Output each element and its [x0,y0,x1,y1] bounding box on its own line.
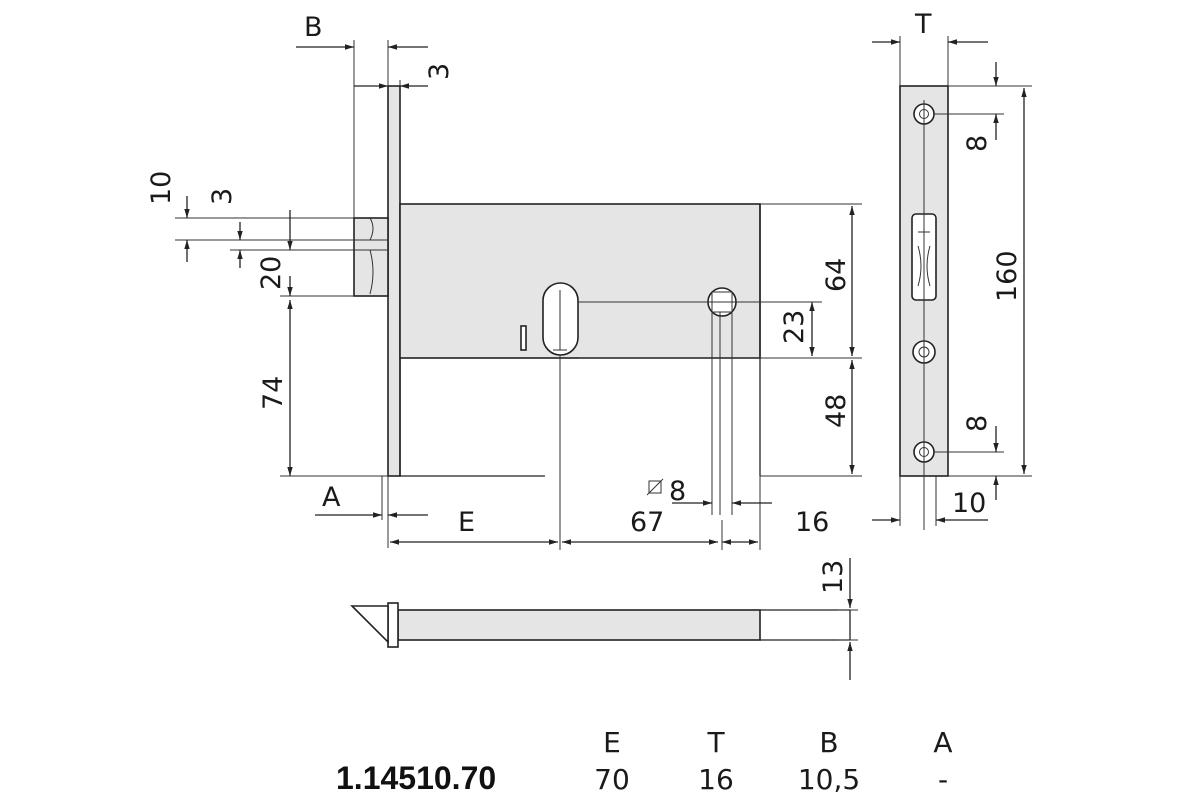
dim-E: E [458,507,475,538]
side-view-dimension-lines [175,40,862,550]
lock-case [399,203,761,359]
dim-B: B [304,12,323,43]
table-value-B: 10,5 [798,763,860,796]
table-value-A: - [938,763,948,796]
dim-3-top: 3 [424,63,455,80]
dim-8-top: 8 [962,135,993,152]
dim-A: A [322,482,341,513]
dim-67: 67 [630,507,664,538]
dim-160: 160 [992,250,1023,302]
product-code: 1.14510.70 [336,760,496,796]
dim-10-left: 10 [146,171,177,205]
dim-10-bottom: 10 [952,488,986,519]
table-header-T: T [706,726,725,759]
table-header-A: A [933,726,952,759]
bolt-body [397,609,761,641]
dim-square-8: 8 [669,476,686,507]
bolt-end [353,217,389,297]
front-view-dimension-lines [872,36,1032,526]
dim-23: 23 [779,310,810,344]
table-value-E: 70 [594,763,630,796]
dim-74: 74 [258,376,289,410]
faceplate-front-view [899,85,949,530]
dim-20: 20 [256,256,287,290]
dim-3-left: 3 [207,188,238,205]
dim-13: 13 [818,560,849,594]
table-header-B: B [819,726,838,759]
dim-48: 48 [821,394,852,428]
bolt-bottom-view [350,558,858,680]
spec-table: E T B A 1.14510.70 70 16 10,5 - [336,726,953,796]
faceplate [387,85,401,477]
dim-T: T [914,9,932,40]
table-header-E: E [603,726,621,759]
dim-8-bottom: 8 [962,415,993,432]
dimension-labels: B 3 T 10 3 20 74 64 23 48 160 8 8 10 A E… [146,9,1023,594]
lock-side-view [353,85,761,550]
table-value-T: 16 [698,763,734,796]
dim-16: 16 [795,507,829,538]
dim-64: 64 [821,258,852,292]
